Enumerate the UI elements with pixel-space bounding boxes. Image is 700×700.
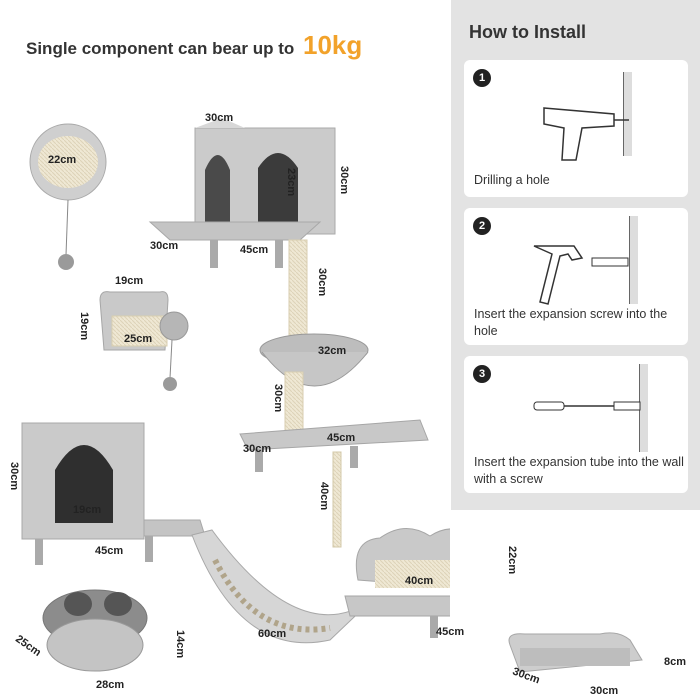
headline: Single component can bear up to 10kg (26, 30, 362, 61)
dim-house-top-door: 23cm (285, 168, 297, 197)
dim-cave-height: 14cm (174, 630, 186, 659)
hammer-icon (533, 216, 638, 305)
dim-bridge: 60cm (258, 628, 287, 640)
screwdriver-icon (533, 364, 648, 452)
step-text: Drilling a hole (474, 173, 550, 187)
dim-cloud-width: 40cm (405, 575, 434, 587)
dim-rope: 40cm (318, 482, 330, 511)
step-text: Insert the expansion screw into the hole (474, 307, 668, 338)
dim-house-low-door: 19cm (73, 504, 102, 516)
dim-house-low-platform: 45cm (95, 545, 124, 557)
drill-icon (543, 72, 632, 161)
step-text: Insert the expansion tube into the wall … (474, 455, 684, 486)
cat-tree-illustration (21, 118, 450, 672)
dim-cloud-platform: 45cm (436, 626, 465, 638)
step-number: 1 (473, 69, 491, 87)
dim-mid-platform-depth: 30cm (243, 443, 272, 455)
dim-cave-depth: 25cm (13, 633, 44, 659)
ball-bed (29, 123, 107, 270)
lower-house (21, 422, 206, 565)
mid-platform (239, 419, 429, 548)
cloud-scratcher (344, 528, 450, 638)
dim-hammock: 32cm (318, 345, 347, 357)
dim-bed-depth: 30cm (510, 665, 542, 687)
install-panel: How to Install 1 Drilling a hole 2 Inser… (451, 0, 700, 510)
dim-post-upper: 30cm (316, 268, 328, 297)
dim-post-lower: 30cm (272, 384, 284, 413)
headline-highlight: 10kg (302, 30, 363, 60)
step-number: 3 (473, 365, 491, 383)
install-step-1: 1 Drilling a hole (464, 60, 688, 197)
dim-house-top-platform: 45cm (240, 244, 269, 256)
install-title: How to Install (469, 22, 586, 42)
dim-house-top-width: 30cm (205, 112, 234, 124)
dim-small-perch-pad: 25cm (124, 333, 153, 345)
dim-cloud-height: 22cm (506, 546, 518, 575)
dim-small-perch-height: 19cm (78, 312, 90, 341)
dim-mid-platform-width: 45cm (327, 432, 356, 444)
install-step-3: 3 Insert the expansion tube into the wal… (464, 356, 688, 493)
headline-text: Single component can bear up to (26, 39, 295, 58)
dim-house-top-depth: 30cm (150, 240, 179, 252)
dim-small-perch-width: 19cm (115, 275, 144, 287)
small-perch (99, 291, 189, 391)
dim-ball-bed: 22cm (48, 154, 77, 166)
dim-bed-height: 8cm (664, 656, 687, 668)
install-step-2: 2 Insert the expansion screw into the ho… (464, 208, 688, 345)
dim-house-low-height: 30cm (8, 462, 20, 491)
cave-bed (42, 589, 148, 672)
dim-bed-width: 30cm (590, 685, 619, 697)
dim-house-top-height: 30cm (338, 166, 350, 195)
dim-cave-width: 28cm (96, 679, 125, 691)
step-number: 2 (473, 217, 491, 235)
